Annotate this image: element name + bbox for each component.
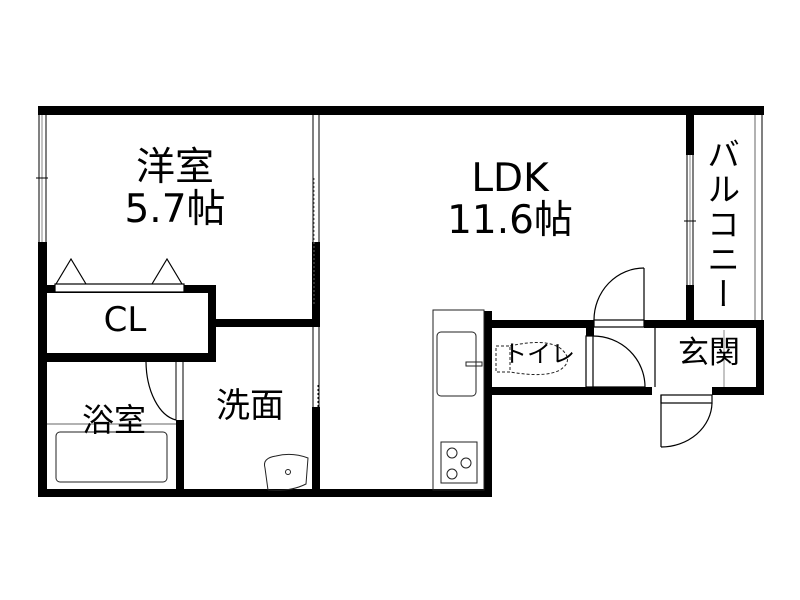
- ldk-label: LDK 11.6帖: [420, 156, 600, 244]
- western-room-name: 洋室: [135, 145, 214, 190]
- balcony-label: バルコニー: [701, 137, 741, 312]
- washroom-label: 洗面: [216, 386, 284, 426]
- western-room-label: 洋室 5.7帖: [105, 145, 245, 233]
- ldk-name: LDK: [471, 156, 549, 201]
- closet-doors: [54, 257, 185, 293]
- toilet-label: トイレ: [503, 340, 575, 368]
- windows: [36, 115, 763, 420]
- closet-label: CL: [103, 300, 147, 340]
- western-room-size: 5.7帖: [124, 187, 226, 233]
- doors: [145, 267, 713, 448]
- entrance-label: 玄関: [678, 335, 740, 371]
- bathroom-label: 浴室: [81, 401, 146, 439]
- fixtures: [47, 309, 568, 491]
- ldk-size: 11.6帖: [447, 198, 573, 244]
